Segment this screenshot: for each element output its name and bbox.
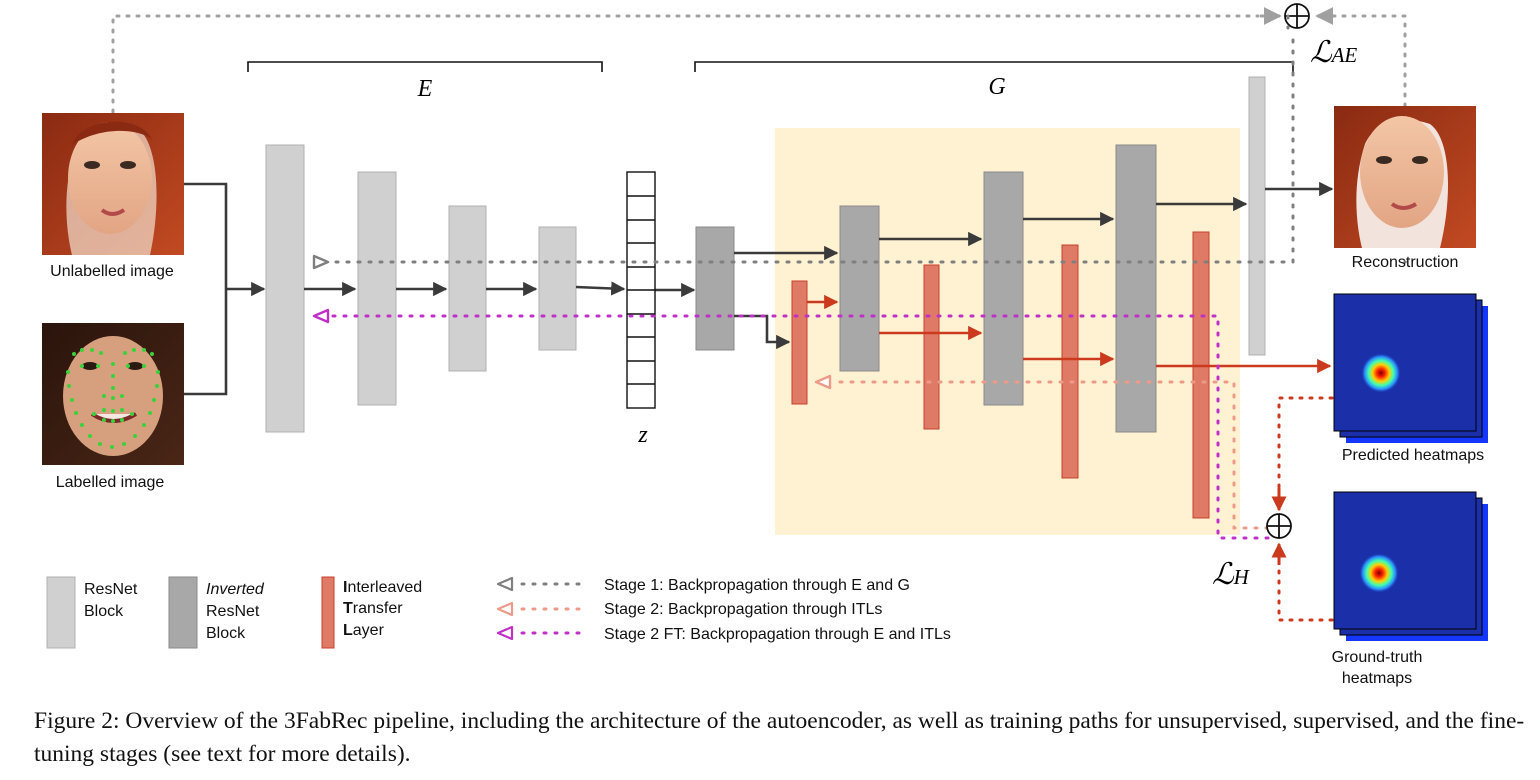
generator-label: G xyxy=(988,74,1005,100)
encoder-bracket xyxy=(247,61,603,72)
encoder-block-1 xyxy=(265,144,305,433)
labelled-face-image xyxy=(42,323,184,465)
legend-resnet-swatch xyxy=(46,576,76,649)
legend-inverted-line2: ResNet xyxy=(206,603,260,620)
legend-stage2-label: Stage 2: Backpropagation through ITLs xyxy=(604,601,882,618)
legend-stage2ft-arrow-icon xyxy=(496,625,514,641)
legend-itl-line1: Interleaved xyxy=(343,579,422,596)
predicted-heatmaps xyxy=(1333,293,1488,443)
stage2ft-arrowhead xyxy=(312,308,330,324)
reconstruction-caption: Reconstruction xyxy=(1352,254,1459,271)
encoder-arrows xyxy=(304,281,696,298)
itl-layer-4 xyxy=(1192,231,1210,519)
pipeline-diagram: ℒAE E G Unlabelled image xyxy=(42,3,1488,687)
inverted-block-1 xyxy=(695,226,735,351)
legend-itl-line2: Transfer xyxy=(343,600,403,617)
inverted-block-3 xyxy=(983,171,1024,406)
itl-layer-1 xyxy=(791,280,808,405)
stage2-arrowhead xyxy=(814,374,832,390)
legend-inverted-line1: Inverted xyxy=(206,581,265,598)
loss-ae-path xyxy=(111,14,1407,114)
stage1-backprop-path xyxy=(328,14,1407,264)
legend-stage2ft-label: Stage 2 FT: Backpropagation through E an… xyxy=(604,626,951,643)
legend-stage2-arrow-icon xyxy=(496,601,514,617)
groundtruth-heatmaps xyxy=(1333,491,1488,641)
itl-layer-2 xyxy=(923,264,940,430)
legend: ResNet Block Inverted ResNet Block Inter… xyxy=(46,576,951,649)
legend-itl-line3: Layer xyxy=(343,622,385,639)
latent-label: z xyxy=(637,422,648,448)
loss-ae-label: ℒAE xyxy=(1310,35,1357,70)
legend-resnet-line2: Block xyxy=(84,603,124,620)
inverted-block-2 xyxy=(839,205,880,372)
stage1-arrowhead xyxy=(312,254,330,270)
legend-inverted-swatch xyxy=(168,576,198,649)
unlabelled-face-image xyxy=(42,113,184,255)
encoder-block-4 xyxy=(538,226,577,351)
output-block xyxy=(1248,76,1266,356)
generator-bracket xyxy=(694,61,1294,72)
predicted-caption: Predicted heatmaps xyxy=(1342,447,1484,464)
loss-h-path xyxy=(1277,396,1334,622)
legend-stage1-arrow-icon xyxy=(496,576,514,592)
legend-resnet-line1: ResNet xyxy=(84,581,138,598)
oplus-h-icon xyxy=(1266,513,1292,539)
groundtruth-caption-2: heatmaps xyxy=(1342,670,1412,687)
stage2ft-backprop-path xyxy=(328,314,1270,540)
inverted-block-4 xyxy=(1115,144,1157,433)
legend-itl-swatch xyxy=(321,576,335,649)
unlabelled-caption: Unlabelled image xyxy=(50,263,174,280)
reconstruction-face-image xyxy=(1334,106,1476,248)
encoder-label: E xyxy=(417,76,433,102)
legend-stage1-label: Stage 1: Backpropagation through E and G xyxy=(604,577,910,594)
legend-inverted-line3: Block xyxy=(206,625,246,642)
loss-h-label: ℒH xyxy=(1212,557,1251,592)
latent-vector xyxy=(626,171,656,409)
encoder-block-3 xyxy=(448,205,487,372)
encoder-block-2 xyxy=(357,171,397,406)
figure-caption: Figure 2: Overview of the 3FabRec pipeli… xyxy=(34,708,1525,767)
oplus-ae-icon xyxy=(1284,3,1310,29)
itl-arrows xyxy=(807,294,1332,374)
labelled-caption: Labelled image xyxy=(56,474,165,491)
generator-arrows xyxy=(734,181,1334,350)
itl-layer-3 xyxy=(1061,244,1079,479)
groundtruth-caption-1: Ground-truth xyxy=(1332,649,1423,666)
input-connector xyxy=(184,182,228,396)
